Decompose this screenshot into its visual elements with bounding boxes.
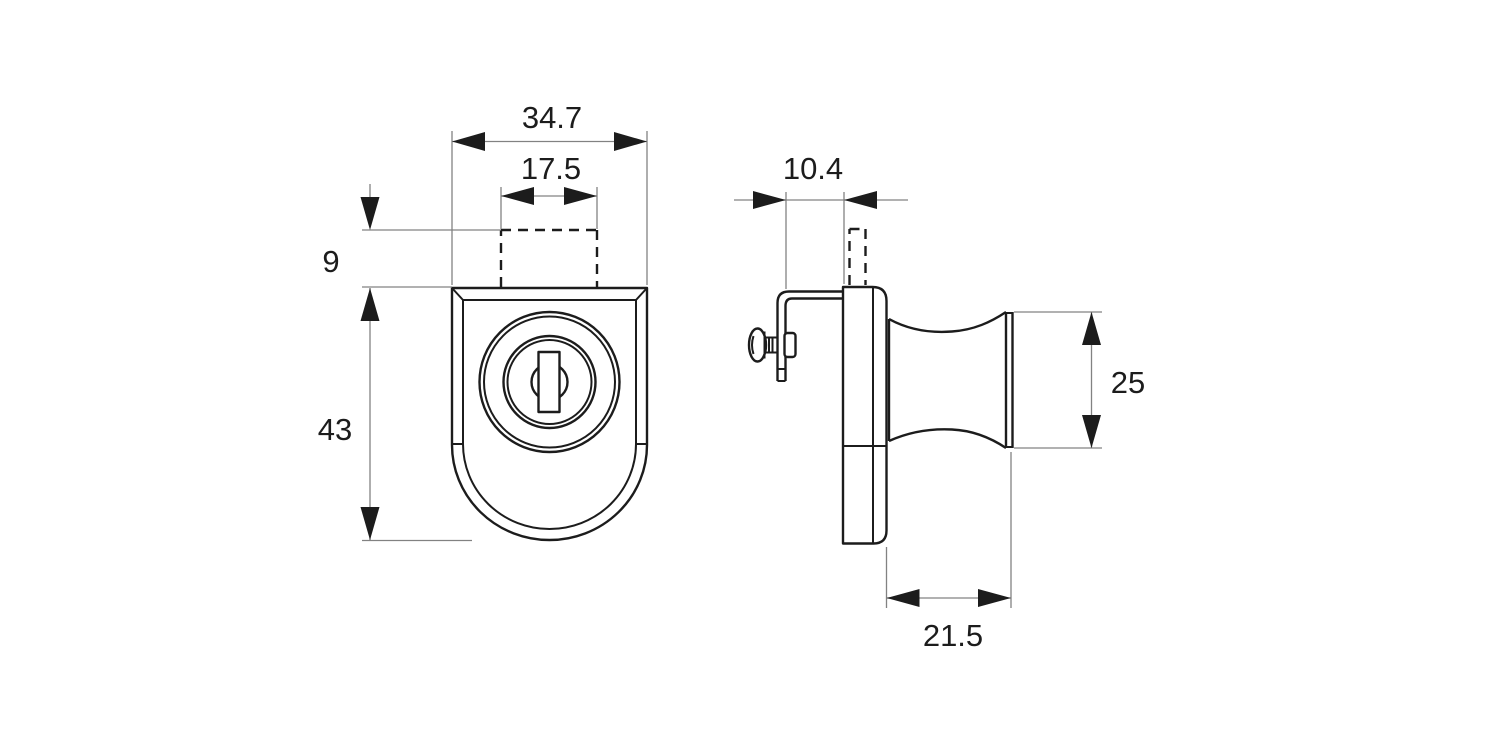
- dim-latch-height: 9: [322, 184, 501, 288]
- bracket-outer-profile: [776, 290, 843, 381]
- dim-label-latch-width: 17.5: [521, 151, 581, 186]
- front-view: [450, 228, 649, 542]
- dim-label-mount-gap: 10.4: [783, 151, 843, 186]
- dim-arrow: [360, 507, 380, 540]
- bracket-inner-profile: [784, 297, 843, 381]
- cylinder-core-ring-inner-line: [506, 339, 593, 425]
- cylinder-outer-ring: [478, 310, 621, 454]
- screw-shank: [764, 336, 778, 354]
- dim-arrow: [1082, 312, 1101, 345]
- spool-end-face-caps: [1006, 312, 1013, 448]
- dim-overall-width: 34.7: [451, 100, 648, 285]
- spool-knob: [887, 311, 1014, 449]
- dim-knob-length: 21.5: [885, 452, 1012, 653]
- dim-label-latch-height: 9: [322, 244, 339, 279]
- front-body-inner-outline: [462, 299, 637, 530]
- dim-label-knob-diameter: 25: [1111, 365, 1145, 400]
- spool-end-face: [1004, 312, 1014, 448]
- screw-nut: [783, 331, 797, 359]
- clamp-screw: [747, 327, 797, 363]
- screw-head-slot: [751, 335, 755, 355]
- spool-fill: [889, 312, 1006, 448]
- front-hidden-latch-outline: [499, 228, 599, 287]
- spool-bottom-curve: [888, 428, 1007, 449]
- dim-label-body-height: 43: [318, 412, 352, 447]
- cylinder-core-ring: [502, 334, 597, 430]
- dim-arrow: [844, 191, 877, 209]
- dim-arrow: [360, 197, 380, 230]
- dim-mount-gap: 10.4: [734, 151, 908, 289]
- dim-arrow: [978, 589, 1011, 607]
- keyway-slot: [537, 350, 561, 414]
- side-view: [747, 227, 1014, 545]
- dim-latch-width: 17.5: [500, 151, 598, 229]
- dim-arrow: [1082, 415, 1101, 448]
- dimensions: 34.7 17.5 9 43: [318, 100, 1145, 653]
- screw-threads: [768, 337, 774, 353]
- dim-arrow: [614, 132, 647, 151]
- dim-label-overall-width: 34.7: [522, 100, 582, 135]
- dim-label-knob-length: 21.5: [923, 618, 983, 653]
- dim-arrow: [360, 288, 380, 321]
- side-hidden-latch-outline: [848, 227, 867, 285]
- front-body-chamfers: [451, 287, 648, 301]
- dim-arrow: [886, 589, 920, 607]
- dim-arrow: [452, 132, 485, 151]
- dim-knob-diameter: 25: [1014, 311, 1145, 449]
- bracket-leg-end: [777, 368, 786, 382]
- front-body-outline: [450, 286, 649, 542]
- dim-body-height: 43: [318, 288, 472, 542]
- dim-arrow: [564, 187, 597, 205]
- spool-top-curve: [888, 311, 1007, 334]
- dim-arrow: [753, 191, 786, 209]
- dim-arrow: [501, 187, 534, 205]
- cylinder-outer-ring-inner-line: [483, 315, 616, 449]
- side-plate-outline: [841, 285, 888, 545]
